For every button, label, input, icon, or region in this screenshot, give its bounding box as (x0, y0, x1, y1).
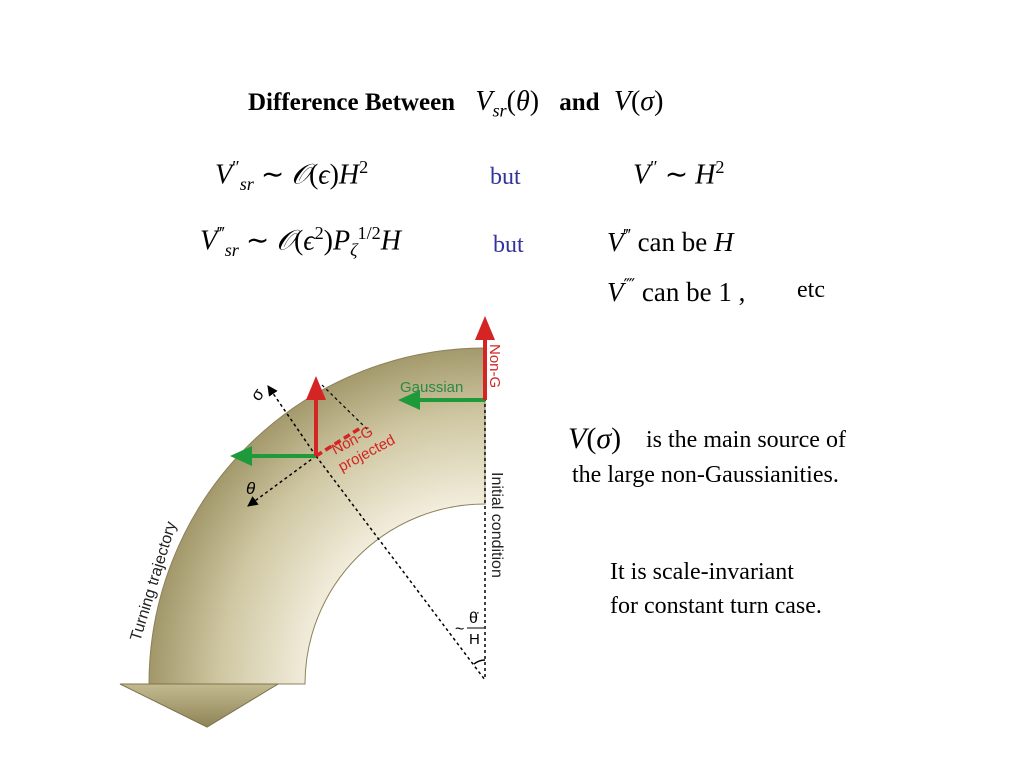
angle-arc-icon (473, 659, 486, 665)
title-vsr-theta: Vsr(θ) (475, 86, 540, 121)
can-be-text-2: can be (641, 277, 712, 307)
statement-line-2: the large non-Gaussianities. (572, 462, 839, 488)
note-line-2: for constant turn case. (610, 593, 822, 619)
nong-arrow-top-head (475, 316, 495, 340)
trajectory-band (148, 347, 486, 728)
eq-vsr-third-derivative: V‴sr ∼ 𝒪(ϵ2)Pζ1/2H (200, 223, 401, 260)
statement-line-1: is the main source of (646, 427, 846, 453)
title-v-sigma: V(σ) (613, 86, 664, 117)
but-label-1: but (490, 164, 521, 190)
tilde-label: ~ (455, 621, 464, 638)
nong-label: Non-G (486, 344, 503, 388)
nong-projected-arrow (315, 425, 363, 458)
theta-axis (247, 455, 317, 507)
eq-v-third-derivative: V‴ can be H (607, 225, 734, 257)
sigma-axis (267, 385, 317, 457)
nong-arrow-left-head (306, 376, 326, 400)
title-and: and (559, 89, 600, 116)
gaussian-label: Gaussian (400, 379, 463, 396)
gaussian-arrow-left-head (230, 446, 252, 466)
theta-label: θ (246, 479, 256, 498)
gaussian-arrow-top-head (398, 390, 420, 410)
but-label-2: but (493, 232, 524, 258)
page-title: Difference Between Vsr(θ) and V(σ) (248, 86, 663, 122)
radial-line (315, 455, 486, 681)
eq-vsr-second-derivative: V″sr ∼ 𝒪(ϵ)H2 (215, 157, 369, 194)
trajectory-arrowhead (119, 683, 280, 728)
projection-guide (321, 384, 369, 431)
statement-v-sigma: V(σ) (568, 422, 622, 455)
etc-label: etc (797, 277, 825, 303)
can-be-text-1: can be (637, 227, 708, 257)
eq-v-fourth-derivative: V⁗ can be 1 , (607, 275, 746, 307)
initial-condition-label: Initial condition (488, 472, 505, 578)
note-line-1: It is scale-invariant (610, 559, 794, 585)
eq-v-second-derivative: V″ ∼ H2 (633, 157, 725, 191)
h-label: H (469, 631, 480, 648)
thetadot-label: θ̇ (469, 610, 479, 627)
sigma-label: σ (247, 385, 269, 405)
title-prefix: Difference Between (248, 89, 456, 116)
